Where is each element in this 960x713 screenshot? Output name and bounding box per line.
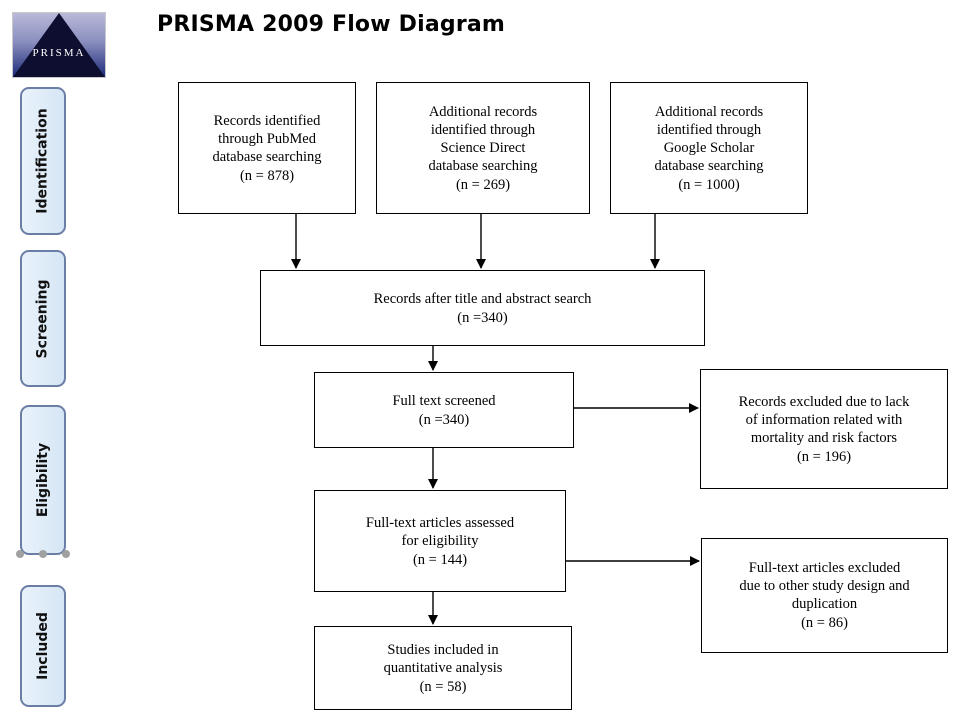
box-studies-included: Studies included in quantitative analysi… <box>314 626 572 710</box>
box-count: (n = 144) <box>412 551 468 568</box>
box-fulltext-screened: Full text screened (n =340) <box>314 372 574 448</box>
box-excluded-study-design: Full-text articles excluded due to other… <box>701 538 948 653</box>
box-line: for eligibility <box>401 532 479 549</box>
box-line: duplication <box>791 596 858 612</box>
prisma-logo: PRISMA <box>12 12 106 78</box>
box-count: (n =340) <box>457 309 508 326</box>
box-count: (n = 58) <box>419 678 467 695</box>
box-count: (n = 86) <box>801 615 848 631</box>
box-line: identified through <box>656 121 762 138</box>
box-line: Additional records <box>428 103 538 120</box>
box-line: Google Scholar <box>663 139 755 156</box>
box-pubmed-records: Records identified through PubMed databa… <box>178 82 356 214</box>
box-count: (n = 269) <box>455 176 511 193</box>
box-line: Science Direct <box>440 139 526 156</box>
stage-included: Included <box>20 585 66 707</box>
stage-screening: Screening <box>20 250 66 387</box>
page-title: PRISMA 2009 Flow Diagram <box>157 12 506 37</box>
box-count: (n = 1000) <box>678 176 740 193</box>
box-line: database searching <box>212 148 322 165</box>
box-line: Records after title and abstract search <box>373 290 592 307</box>
box-after-title-abstract: Records after title and abstract search … <box>260 270 705 346</box>
box-line: Additional records <box>654 103 764 120</box>
box-scholar-records: Additional records identified through Go… <box>610 82 808 214</box>
box-line: Studies included in <box>387 641 499 658</box>
stage-handle-left <box>16 550 24 558</box>
box-line: quantitative analysis <box>383 659 503 676</box>
box-count: (n = 878) <box>239 167 295 184</box>
box-excluded-lack-info: Records excluded due to lack of informat… <box>700 369 948 489</box>
box-line: identified through <box>430 121 536 138</box>
prisma-logo-text: PRISMA <box>32 47 86 59</box>
box-line: Full-text articles assessed <box>365 514 515 531</box>
box-line: Records excluded due to lack <box>738 393 910 410</box>
box-line: Full text screened <box>392 392 496 409</box>
stage-handle-right <box>62 550 70 558</box>
box-sciencedirect-records: Additional records identified through Sc… <box>376 82 590 214</box>
box-line: Full-text articles excluded <box>748 560 901 576</box>
box-count: (n = 196) <box>796 448 852 465</box>
box-line: of information related with <box>745 411 903 428</box>
box-assessed-eligibility: Full-text articles assessed for eligibil… <box>314 490 566 592</box>
box-line: due to other study design and <box>739 578 910 594</box>
box-line: database searching <box>428 157 538 174</box>
box-line: through PubMed <box>218 130 316 147</box>
box-count: (n =340) <box>418 411 470 428</box>
box-line: mortality and risk factors <box>750 429 898 446</box>
box-line: database searching <box>654 157 764 174</box>
prisma-logo-triangle <box>13 13 105 77</box>
box-line: Records identified <box>213 112 321 129</box>
stage-handle-middle <box>39 550 47 558</box>
stage-identification: Identification <box>20 87 66 235</box>
